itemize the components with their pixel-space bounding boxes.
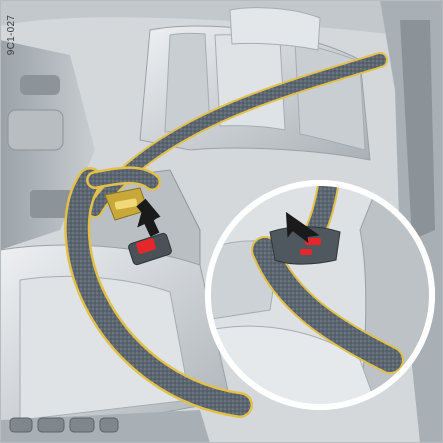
door-armrest <box>8 110 63 150</box>
headrest <box>230 8 320 50</box>
figure-code: 9C1-027 <box>5 5 19 65</box>
seat-switch-2 <box>38 418 64 432</box>
seat-switch-4 <box>100 418 118 432</box>
seat-switch-3 <box>70 418 94 432</box>
door-handle <box>20 75 60 95</box>
seat-switch-1 <box>10 418 32 432</box>
